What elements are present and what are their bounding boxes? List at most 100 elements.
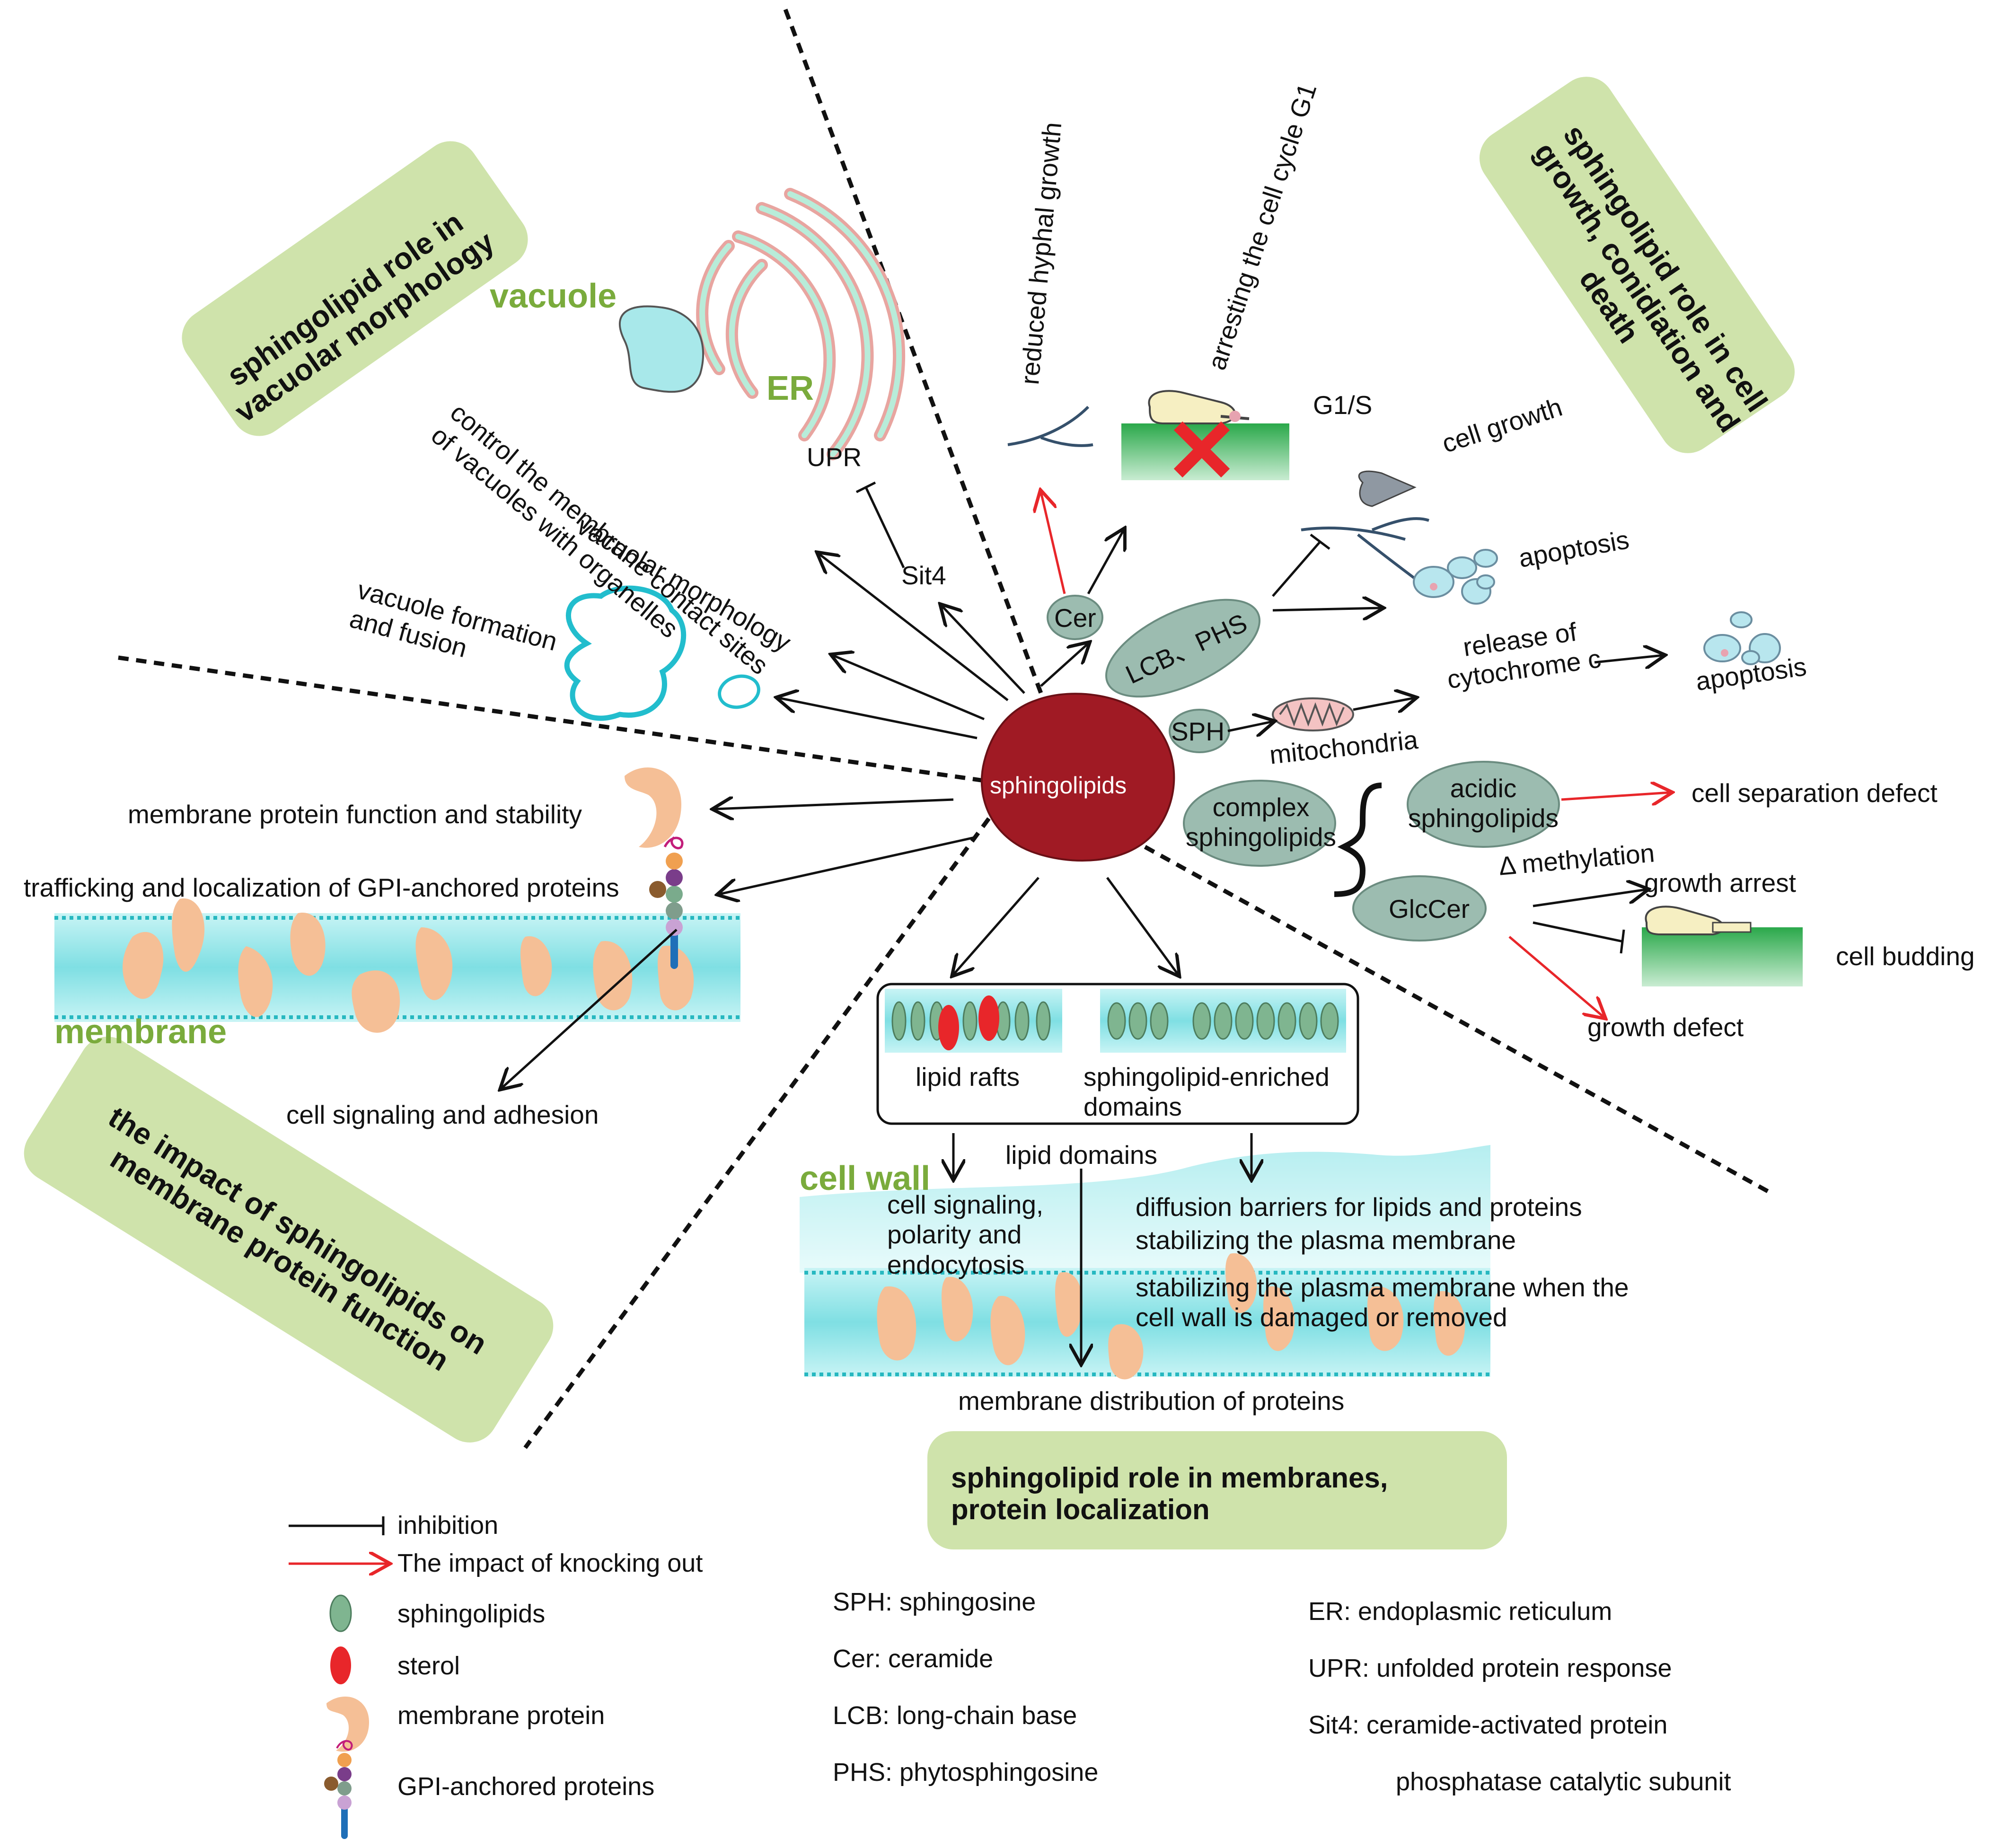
membrane-label: membrane [54, 1013, 227, 1051]
arrow-vacuolar-morphology [833, 655, 985, 721]
cell-signaling-label: cell signaling and adhesion [286, 1100, 599, 1129]
abbr-phs: PHS: phytosphingosine [833, 1758, 1099, 1786]
sphingolipids-blob [980, 693, 1175, 862]
protein-function-label: membrane protein function and stability [128, 800, 582, 829]
abbr-lcb: LCB: long-chain base [833, 1701, 1077, 1730]
small-vacuole-shape [718, 674, 760, 709]
knockout-hyphal [1041, 492, 1066, 594]
lipid-raft-strip [885, 989, 1062, 1053]
cell-wall-label: cell wall [800, 1160, 931, 1197]
membranes-section-title: sphingolipid role in membranes, protein … [951, 1462, 1388, 1526]
arrow-sit4 [942, 606, 1025, 694]
conidium-g1s-illustration [1121, 390, 1289, 480]
knockout-separation [1561, 792, 1670, 800]
legend-membrane-protein: membrane protein [397, 1701, 605, 1730]
gpi-trafficking-label: trafficking and localization of GPI-anch… [24, 873, 619, 902]
er-illustration [696, 188, 906, 460]
knockout-growth-defect [1508, 936, 1604, 1017]
upr-label: UPR [807, 442, 862, 472]
vacuole-shape [618, 305, 705, 393]
lcb-phs-node [1105, 598, 1260, 698]
gpi-anchored-protein-icon [649, 836, 684, 969]
mitochondrion-icon [1272, 697, 1354, 731]
legend-sphingolipids: sphingolipids [397, 1600, 546, 1628]
abbr-sph: SPH: sphingosine [833, 1588, 1036, 1616]
acidic-node [1407, 761, 1560, 848]
inhibit-upr [864, 486, 905, 569]
legend-graphics [289, 1516, 388, 1839]
cell-separation-label: cell separation defect [1691, 778, 1938, 808]
legend-gpi: GPI-anchored proteins [397, 1772, 655, 1801]
arrow-to-cer [1040, 643, 1088, 687]
inhibit-cell-growth [1272, 541, 1321, 597]
signaling-polarity-label: cell signaling, polarity and endocytosis [887, 1190, 1044, 1279]
membrane-function-section-box [24, 1037, 554, 1443]
lipid-rafts-label: lipid rafts [916, 1062, 1020, 1091]
lipid-domains-label: lipid domains [1005, 1140, 1158, 1170]
branching-hypha-icon [1301, 517, 1429, 583]
lower-membrane-proteins [877, 1253, 1465, 1380]
hyphae-icon [1007, 405, 1093, 447]
cell-wall-shape [800, 1145, 1490, 1273]
cer-label: Cer [1054, 603, 1096, 633]
arrow-release-apoptosis [1594, 655, 1663, 662]
arrow-growth-arrest [1533, 889, 1647, 907]
complex-node [1183, 780, 1336, 867]
divider-bottom-right [1144, 845, 1771, 1194]
growth-section-box [1479, 77, 1795, 453]
arrow-vacuole-formation [778, 698, 978, 739]
vacuole-label: vacuole [490, 277, 617, 315]
abbr-sit4-b: phosphatase catalytic subunit [1396, 1768, 1731, 1796]
arrow-enriched [1106, 877, 1178, 975]
membrane-protein-shape [625, 767, 681, 848]
brace [1334, 783, 1382, 897]
arrows [502, 530, 1663, 1363]
divider-left [118, 655, 985, 783]
enriched-domains-label: sphingolipid-enriched domains [1084, 1062, 1330, 1122]
sector-dividers [118, 9, 1771, 1449]
sph-label: SPH [1171, 717, 1225, 746]
apoptosis-cells-1 [1413, 549, 1498, 605]
abbr-sit4-a: Sit4: ceramide-activated protein [1308, 1711, 1668, 1739]
arrow-cer-g1 [1087, 530, 1124, 595]
abbr-er: ER: endoplasmic reticulum [1308, 1597, 1612, 1626]
left-membrane-proteins [123, 898, 694, 1033]
arrow-sph-mito [1227, 722, 1273, 731]
arrow-lipid-rafts [953, 877, 1040, 975]
arrow-protein-function [714, 800, 954, 809]
diffusion-barriers-label: diffusion barriers for lipids and protei… [1136, 1192, 1582, 1222]
complex-sphingolipids-label: complex sphingolipids [1186, 792, 1336, 852]
budding-illustration [1642, 906, 1803, 986]
er-label: ER [766, 370, 814, 407]
node-shapes [1047, 595, 1560, 942]
sphingolipids-label: sphingolipids [990, 772, 1127, 799]
inhibitions [855, 481, 1625, 954]
arrow-mito-release [1353, 698, 1415, 710]
legend-knockout: The impact of knocking out [397, 1549, 703, 1577]
glccer-label: GlcCer [1389, 894, 1470, 924]
legend-sterol: sterol [397, 1652, 460, 1680]
sphingolipid-domain-strip [1100, 989, 1346, 1053]
arrow-signaling [502, 929, 678, 1088]
arrow-apoptosis-1 [1272, 608, 1382, 610]
acidic-sphingolipids-label: acidic sphingolipids [1408, 774, 1559, 833]
growth-arrest-label: growth arrest [1644, 868, 1796, 898]
protein-distribution-label: membrane distribution of proteins [958, 1386, 1345, 1416]
vacuole-section-box [182, 141, 528, 436]
stabilizing-wall-label: stabilizing the plasma membrane when the… [1136, 1273, 1629, 1332]
g1s-label: G1/S [1313, 390, 1373, 420]
stabilizing-label: stabilizing the plasma membrane [1136, 1225, 1516, 1255]
inhibit-budding [1533, 921, 1623, 943]
arrow-gpi [719, 836, 975, 894]
apoptosis-cells-2 [1703, 611, 1781, 665]
abbr-cer: Cer: ceramide [833, 1645, 994, 1673]
abbr-upr: UPR: unfolded protein response [1308, 1654, 1672, 1682]
legend-inhibition: inhibition [397, 1511, 499, 1540]
knockout-arrows [1041, 492, 1670, 1017]
arrow-contact-sites [819, 554, 1009, 701]
divider-bottom-left [523, 817, 991, 1449]
cell-budding-label: cell budding [1836, 942, 1975, 971]
sit4-label: Sit4 [901, 561, 946, 590]
